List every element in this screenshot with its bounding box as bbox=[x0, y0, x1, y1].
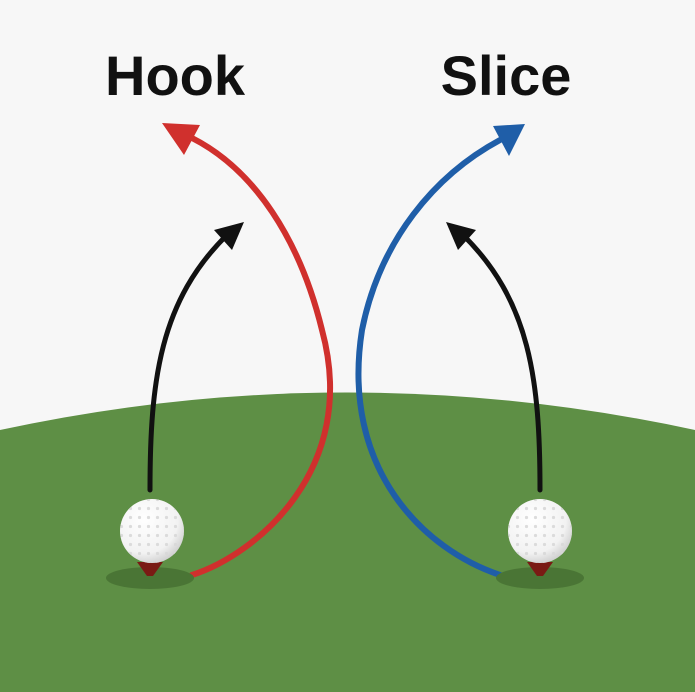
right-straight-arrowhead bbox=[446, 222, 476, 250]
hook-path bbox=[162, 123, 334, 578]
left-golf-ball-group bbox=[106, 499, 194, 589]
slice-arrowhead bbox=[493, 124, 525, 156]
right-golf-ball-group bbox=[496, 499, 584, 589]
left-tee bbox=[137, 562, 163, 576]
left-straight-arrowhead bbox=[214, 222, 244, 250]
right-tee-shadow bbox=[496, 567, 584, 589]
left-tee-shadow bbox=[106, 567, 194, 589]
hook-title: Hook bbox=[105, 44, 246, 107]
left-straight-path bbox=[147, 222, 244, 493]
right-straight-path bbox=[446, 222, 543, 493]
grass-hill bbox=[0, 392, 695, 692]
slice-path bbox=[355, 124, 525, 578]
hook-arrowhead bbox=[162, 123, 200, 155]
right-tee bbox=[527, 562, 553, 576]
slice-title: Slice bbox=[441, 44, 572, 107]
